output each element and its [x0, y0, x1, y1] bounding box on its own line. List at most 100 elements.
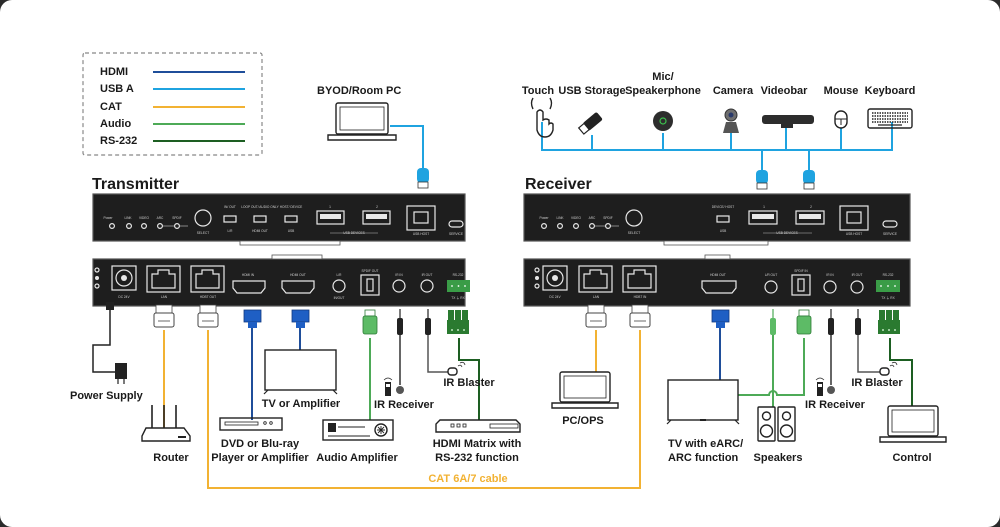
rx-rear-chassis [523, 258, 911, 307]
rx-switch-top: DEVICE/ HOST [712, 205, 735, 209]
toslink-plug-icon [796, 309, 812, 335]
tx-switch3-bottom: USB [288, 229, 295, 233]
router: Router [141, 405, 191, 464]
rx-led-arc [588, 223, 595, 230]
keyboard-icon [867, 108, 913, 129]
laptop-icon [327, 102, 397, 141]
cable-rx-rs232 [889, 338, 913, 406]
usb-plug-icon [803, 170, 815, 190]
legend-border [82, 52, 263, 156]
audio-jack-plug-icon [397, 309, 403, 335]
tx-rs232-pin1 [451, 285, 453, 287]
tx-usb-group-label: USB DEVICES [343, 231, 364, 235]
rx-led-label-power: Power [539, 216, 549, 220]
tv-earc-label-1: TV with eARC/ [668, 438, 743, 450]
tx-led-spdif [174, 223, 181, 230]
rx-hdmi-out-port [701, 280, 737, 294]
legend-label-audio: Audio [100, 118, 131, 130]
dvd-label-1: DVD or Blu-ray [221, 438, 300, 450]
rx-hdbt-port [622, 265, 657, 293]
rx-polarity-plus [534, 283, 540, 289]
tx-ir-in-jack [392, 279, 406, 293]
rx-service-label: SERVICE [883, 232, 897, 236]
power-supply-label: Power Supply [70, 390, 144, 402]
tx-dc-ring [115, 269, 133, 287]
cable-power [92, 305, 115, 373]
tx-usb1-tongue [320, 214, 341, 219]
tx-led-video [141, 223, 148, 230]
tx-select-label: SELECT [197, 231, 209, 235]
tx-switch-usb[interactable] [284, 215, 298, 223]
rx-connectors [585, 304, 900, 335]
rx-select-label: SELECT [628, 231, 640, 235]
tx-usb-port-1 [316, 210, 345, 225]
tx-lr-jack [332, 279, 346, 293]
legend-label-usb: USB A [100, 83, 134, 95]
audio-jack-plug-icon [770, 309, 776, 335]
cat-cable-label: CAT 6A/7 cable [428, 473, 507, 485]
tx-front-chassis [92, 193, 466, 242]
rx-led-power [540, 223, 547, 230]
rx-select-button[interactable] [625, 209, 643, 227]
tx-hdbt-socket [195, 269, 220, 289]
rx-usb1-tongue [752, 214, 774, 219]
tx-service-label: SERVICE [449, 232, 463, 236]
ir-receiver-icon [815, 377, 835, 396]
tx-lan-socket [151, 269, 176, 289]
tx-lr-bottom: IN/OUT [334, 296, 345, 300]
dvd-label-2: Player or Amplifier [211, 452, 309, 464]
speakers-icon [757, 406, 796, 442]
peripheral-label-touch: Touch [522, 85, 554, 97]
tx-hdmi-out-label: HDMI OUT [290, 273, 306, 277]
laptop-icon [879, 405, 947, 443]
tx-ir-receiver-label: IR Receiver [374, 399, 435, 411]
rj45-plug-icon [629, 304, 651, 328]
rx-polarity-minus [534, 267, 540, 273]
tx-usb2-tongue [366, 214, 387, 219]
legend-label-rs232: RS-232 [100, 135, 137, 147]
rx-lr-out-jack [764, 280, 778, 294]
cable-tx-rs232 [458, 338, 480, 420]
videobar-icon [762, 115, 814, 128]
speakers: Speakers [754, 406, 802, 464]
tx-polarity-dot [95, 276, 99, 280]
rx-usb-group-label: USB DEVICES [776, 231, 797, 235]
hdmi-plug-icon [291, 309, 310, 328]
router-icon [141, 405, 191, 442]
tx-front-foot [239, 240, 341, 246]
audio-amplifier-icon [322, 419, 394, 441]
byod-label: BYOD/Room PC [317, 85, 401, 97]
rx-ir-in-label: IR IN [826, 273, 834, 277]
dvd-player-icon [219, 417, 283, 431]
rx-usb-host-port [839, 205, 869, 231]
transmitter-rear-panel: DC 24V LAN HDBT OUT HDMI IN HDMI OUT L/R… [92, 254, 470, 307]
tx-polarity-plus [94, 283, 100, 289]
tv-or-amplifier: TV or Amplifier [262, 349, 341, 410]
tx-lan-port [146, 265, 181, 293]
tx-rs232-label: RS-232 [453, 273, 464, 277]
tx-switch-hdmi-out[interactable] [253, 215, 267, 223]
tv-icon [263, 349, 338, 395]
tx-lr-label: L/R [337, 273, 343, 277]
rx-hdbt-label: HDBT IN [634, 295, 647, 299]
rx-usb-port-2 [795, 210, 825, 225]
usb-storage-icon [577, 112, 603, 135]
tx-led-label-arc: ARC [157, 216, 164, 220]
cable-tx-ir-out [427, 335, 448, 373]
rx-switch-usb[interactable] [716, 215, 730, 223]
tx-ir-out-jack [420, 279, 434, 293]
tx-switch-lr[interactable] [223, 215, 237, 223]
rx-usb2-label: 2 [810, 205, 812, 209]
tx-hdmi-in-port [232, 280, 266, 294]
rx-ir-out-jack [850, 280, 864, 294]
audio-jack-plug-icon [855, 309, 861, 335]
tx-rear-foot [271, 254, 323, 260]
tx-rs232-pins: TX ⏚ RX [451, 295, 465, 300]
tx-led-link [125, 223, 132, 230]
tx-ir-out-label: IR OUT [422, 273, 433, 277]
rx-spdif-socket [797, 278, 805, 292]
tx-select-button[interactable] [194, 209, 212, 227]
tx-dc-pin [121, 275, 127, 281]
rx-usb-host-label: USB HOST [846, 232, 862, 236]
